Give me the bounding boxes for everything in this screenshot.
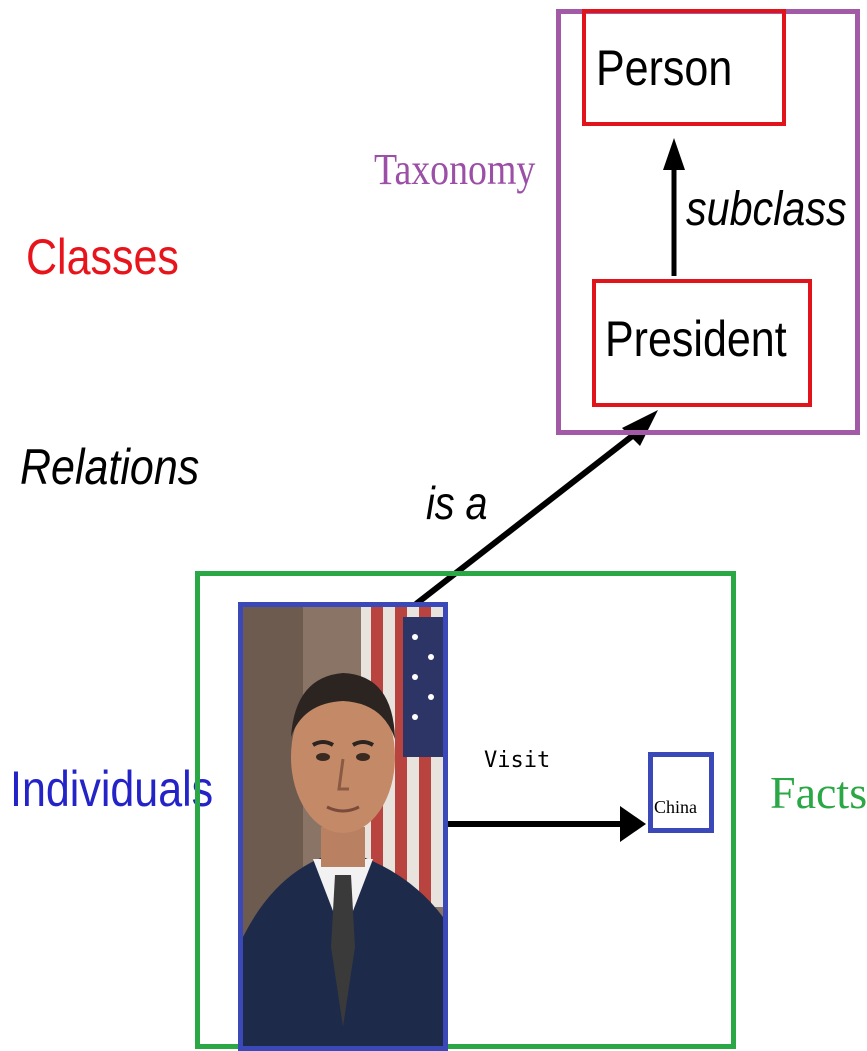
individual-portrait: [238, 602, 448, 1051]
subclass-relation-label: subclass: [686, 183, 847, 236]
taxonomy-label: Taxonomy: [374, 145, 536, 194]
is-a-relation-label: is a: [426, 477, 488, 529]
relations-label: Relations: [20, 439, 200, 495]
china-entity-box: [648, 752, 714, 833]
facts-label: Facts: [770, 767, 867, 818]
portrait-image: [243, 607, 443, 1046]
visit-relation-label: Visit: [484, 748, 551, 773]
individuals-label: Individuals: [10, 761, 214, 817]
president-class-box: [592, 279, 812, 407]
facts-box: [195, 571, 736, 1049]
person-class-box: [582, 9, 786, 126]
china-entity-label: China: [654, 797, 697, 817]
president-class-label: President: [605, 311, 787, 367]
person-class-label: Person: [596, 40, 733, 96]
classes-label: Classes: [26, 229, 179, 285]
